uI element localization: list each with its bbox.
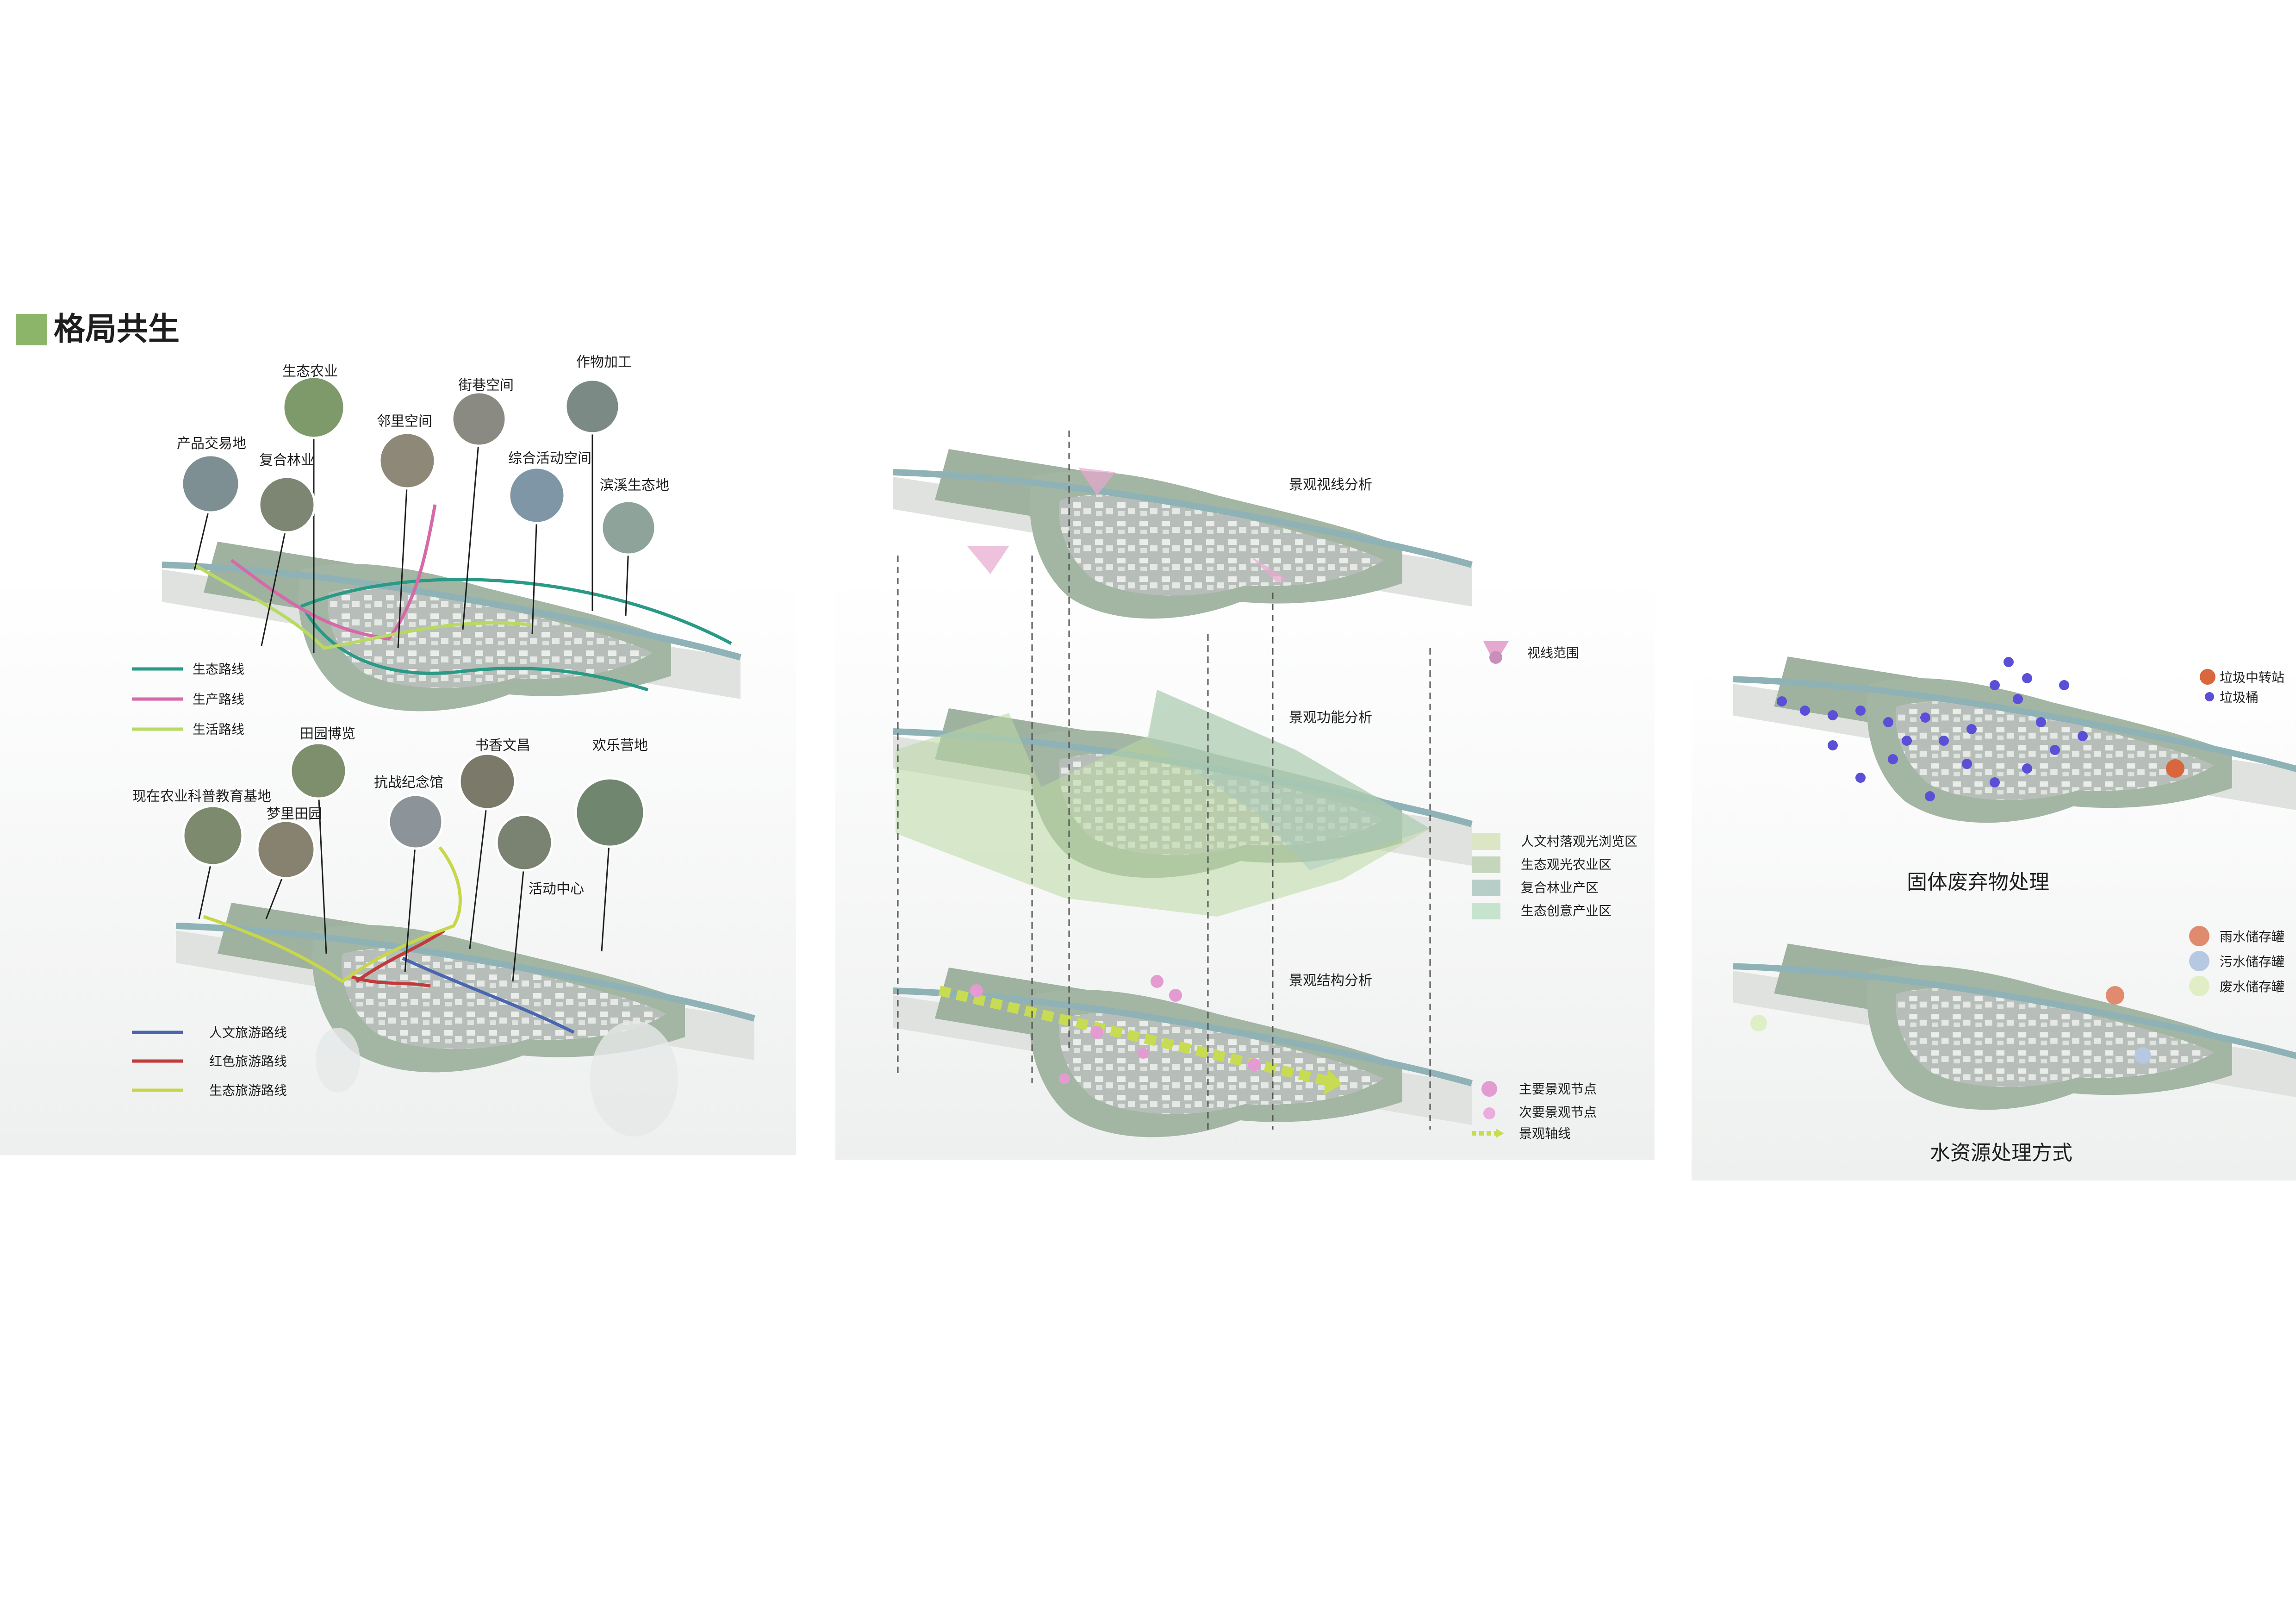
place-photo-pin: 梦里田园 bbox=[256, 806, 322, 919]
legend-label: 红色旅游路线 bbox=[209, 1054, 287, 1069]
route-analysis-panel: 生态农业 作物加工 街巷空间 邻里空间 产品交易地 bbox=[0, 354, 796, 1155]
view-cones bbox=[967, 468, 1287, 583]
water-tank-markers bbox=[1750, 986, 2151, 1064]
waste-legend: 垃圾中转站 垃圾桶 bbox=[2200, 669, 2284, 705]
place-label: 活动中心 bbox=[529, 881, 584, 897]
legend-label: 生产路线 bbox=[193, 692, 244, 707]
place-label: 欢乐营地 bbox=[592, 737, 648, 754]
place-pins-bottom: 田园博览 书香文昌 欢乐营地 现在农业科普教育基地 梦里田园 bbox=[132, 726, 648, 982]
route-lines-bottom bbox=[203, 846, 575, 1034]
landscape-nodes bbox=[970, 975, 1261, 1084]
legend-label: 生态路线 bbox=[193, 662, 244, 677]
place-photo-pin: 现在农业科普教育基地 bbox=[132, 788, 271, 919]
route-lines-top bbox=[193, 504, 732, 692]
place-label: 书香文昌 bbox=[475, 737, 530, 754]
water-legend: 雨水储存罐 污水储存罐 废水储存罐 bbox=[2189, 926, 2284, 996]
place-label: 现在农业科普教育基地 bbox=[132, 788, 271, 805]
place-photo-pin: 街巷空间 bbox=[451, 377, 514, 630]
place-label: 产品交易地 bbox=[177, 436, 246, 452]
route-legend-bottom: 人文旅游路线 红色旅游路线 生态旅游路线 bbox=[132, 1025, 287, 1098]
place-label: 抗战纪念馆 bbox=[374, 775, 443, 791]
legend-label: 雨水储存罐 bbox=[2220, 929, 2284, 944]
legend-label: 视线范围 bbox=[1527, 645, 1579, 661]
place-photo-pin: 活动中心 bbox=[495, 813, 584, 982]
legend-label: 人文旅游路线 bbox=[209, 1025, 287, 1040]
legend-label: 生活路线 bbox=[193, 722, 244, 737]
place-label: 邻里空间 bbox=[377, 413, 432, 430]
place-photo-pin: 邻里空间 bbox=[377, 413, 436, 649]
legend-label: 废水储存罐 bbox=[2220, 979, 2284, 994]
legend-label: 景观轴线 bbox=[1519, 1126, 1571, 1141]
legend-label: 生态观光农业区 bbox=[1521, 857, 1612, 872]
water-caption: 水资源处理方式 bbox=[1930, 1141, 2072, 1165]
legend-label: 生态创意产业区 bbox=[1521, 903, 1612, 918]
place-photo-pin: 滨溪生态地 bbox=[600, 477, 669, 616]
layer-guide-lines bbox=[897, 431, 1431, 1130]
legend-label: 次要景观节点 bbox=[1519, 1105, 1597, 1120]
utilities-panel: 固体废弃物处理 垃圾中转站 垃圾桶 水资源处理方式 雨水储存罐 污水储存罐 废水… bbox=[1692, 656, 2296, 1181]
legend-label: 人文村落观光浏览区 bbox=[1521, 834, 1637, 849]
place-label: 梦里田园 bbox=[267, 806, 322, 822]
legend-label: 污水储存罐 bbox=[2220, 954, 2284, 969]
place-label: 田园博览 bbox=[300, 726, 355, 742]
legend-label: 复合林业产区 bbox=[1521, 880, 1599, 895]
function-zone-overlay bbox=[896, 690, 1430, 917]
place-photo-pin: 作物加工 bbox=[564, 354, 632, 611]
place-label: 作物加工 bbox=[576, 354, 632, 370]
legend-structure: 主要景观节点 次要景观节点 景观轴线 bbox=[1472, 1081, 1597, 1141]
place-pins-top: 生态农业 作物加工 街巷空间 邻里空间 产品交易地 bbox=[177, 354, 669, 653]
place-label: 复合林业 bbox=[259, 452, 315, 468]
place-photo-pin: 田园博览 bbox=[289, 726, 355, 954]
function-zone-overlay-2 bbox=[1148, 690, 1430, 870]
landscape-axis-arrow bbox=[1324, 1069, 1342, 1095]
page-title: 格局共生 bbox=[54, 311, 180, 348]
place-photo-pin: 综合活动空间 bbox=[508, 450, 591, 635]
transfer-station-marker bbox=[2166, 759, 2184, 778]
waste-bin-markers bbox=[1777, 657, 2088, 801]
legend-function: 人文村落观光浏览区 生态观光农业区 复合林业产区 生态创意产业区 bbox=[1472, 833, 1637, 919]
heading-swatch bbox=[16, 314, 47, 345]
landscape-analysis-panel: 景观视线分析 景观功能分析 景观结构分析 视线范围 人文村落观光浏览区 生态观光… bbox=[835, 431, 1655, 1160]
place-label: 生态农业 bbox=[282, 363, 338, 380]
legend-label: 主要景观节点 bbox=[1519, 1081, 1597, 1097]
place-photo-pin: 抗战纪念馆 bbox=[374, 775, 444, 973]
landscape-axis-line bbox=[938, 986, 1339, 1088]
layer-title: 景观视线分析 bbox=[1289, 477, 1372, 493]
layer-title: 景观功能分析 bbox=[1289, 710, 1372, 726]
place-label: 街巷空间 bbox=[458, 377, 514, 394]
place-photo-pin: 书香文昌 bbox=[458, 737, 530, 949]
place-label: 滨溪生态地 bbox=[600, 477, 669, 493]
balloon-decoration bbox=[316, 1021, 678, 1137]
place-photo-pin: 复合林业 bbox=[258, 452, 316, 646]
place-photo-pin: 生态农业 bbox=[282, 363, 346, 653]
route-legend-top: 生态路线 生产路线 生活路线 bbox=[132, 662, 244, 737]
layer-title: 景观结构分析 bbox=[1289, 973, 1372, 989]
place-photo-pin: 欢乐营地 bbox=[574, 737, 648, 952]
legend-label: 生态旅游路线 bbox=[209, 1083, 287, 1098]
place-label: 综合活动空间 bbox=[508, 450, 591, 467]
legend-label: 垃圾中转站 bbox=[2220, 670, 2284, 685]
waste-caption: 固体废弃物处理 bbox=[1907, 870, 2049, 894]
legend-label: 垃圾桶 bbox=[2220, 690, 2259, 705]
legend-view: 视线范围 bbox=[1483, 641, 1579, 664]
place-photo-pin: 产品交易地 bbox=[177, 436, 246, 571]
